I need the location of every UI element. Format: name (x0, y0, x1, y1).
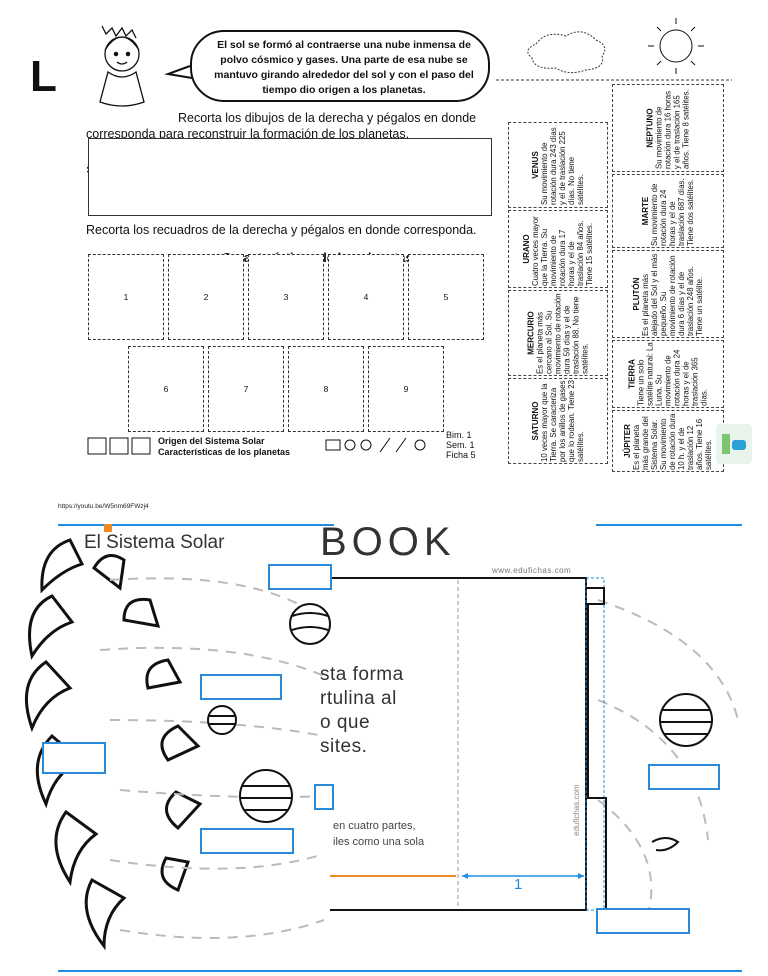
book-template (330, 577, 607, 911)
small-instruction-line: iles como una sola (333, 836, 425, 848)
label-box[interactable] (200, 828, 294, 854)
vertical-site-url: edufichas.com (572, 784, 581, 836)
footer-title-characteristics: Características de los planetas (158, 447, 291, 457)
planet-illustrations (207, 603, 713, 852)
logo-icon (722, 434, 746, 454)
box-number: 1 (123, 292, 129, 302)
instruction-cut-drawings: Recorta los dibujos de la derecha y péga… (86, 111, 477, 141)
sheet-number-label: Ficha 5 (446, 450, 476, 460)
paste-box[interactable]: 4 (328, 254, 404, 340)
instruction-line: o que (320, 712, 371, 733)
dust-cloud-illustration (527, 31, 606, 74)
activity-icons (87, 437, 151, 455)
blue-divider (596, 524, 742, 526)
box-number: 8 (323, 384, 329, 394)
instruction-line: sta forma (320, 664, 404, 685)
label-box[interactable] (200, 674, 282, 700)
solar-system-title: El Sistema Solar (84, 532, 225, 553)
label-box[interactable] (596, 908, 690, 934)
worksheet-page: 1 2 3 4 5 6 7 8 9 El sol se formó al con… (72, 14, 496, 476)
label-box[interactable] (314, 784, 334, 810)
lapbook-heading: BOOK (320, 520, 456, 564)
blue-divider (58, 524, 334, 526)
box-number: 3 (283, 292, 289, 302)
video-url[interactable]: https://youtu.be/W5nm69FWzj4 (58, 503, 149, 510)
box-number: 5 (443, 292, 449, 302)
box-number: 6 (163, 384, 169, 394)
sun-illustration (648, 18, 704, 74)
small-instruction-line: en cuatro partes, (333, 820, 416, 832)
paste-box[interactable]: 1 (88, 254, 164, 340)
orbit-lines (99, 577, 739, 941)
box-number: 4 (363, 292, 369, 302)
paste-box[interactable]: 9 (368, 346, 444, 432)
week-label: Sem. 1 (446, 440, 475, 450)
label-box[interactable] (268, 564, 332, 590)
paste-box[interactable]: 7 (208, 346, 284, 432)
label-box[interactable] (648, 764, 720, 790)
background-letter-left: L (30, 52, 57, 101)
footer-meta: Bim. 1 Sem. 1 Ficha 5 (446, 430, 476, 460)
cutout-illustrations (496, 18, 732, 81)
paste-box[interactable]: 8 (288, 346, 364, 432)
speech-bubble-tail (164, 65, 193, 79)
instruction-line: sites. (320, 736, 368, 757)
bimester-label: Bim. 1 (446, 430, 472, 440)
orange-marker (104, 524, 112, 532)
blue-divider (58, 970, 742, 972)
footer-titles: Origen del Sistema Solar Características… (158, 436, 290, 458)
tool-icons (325, 437, 426, 453)
label-box[interactable] (42, 742, 106, 774)
logo-badge (716, 424, 752, 464)
speech-bubble-text: El sol se formó al contraerse una nube i… (190, 30, 490, 102)
box-number: 9 (403, 384, 409, 394)
worksheet-footer: Origen del Sistema Solar Características… (86, 430, 496, 474)
instruction-cut-boxes: Recorta los recuadros de la derecha y pé… (86, 223, 477, 237)
paste-box[interactable]: 2 (168, 254, 244, 340)
paste-box[interactable]: 6 (128, 346, 204, 432)
paste-box[interactable]: 5 (408, 254, 484, 340)
box-number: 7 (243, 384, 249, 394)
box-number: 2 (203, 292, 209, 302)
site-url: www.edufichas.com (492, 566, 572, 575)
instruction-line: rtulina al (320, 688, 397, 709)
dimension-label: 1 (514, 876, 523, 893)
sun-rays-illustration (24, 538, 203, 951)
footer-title-origin: Origen del Sistema Solar (158, 436, 265, 446)
formation-panel (88, 138, 492, 216)
paste-box[interactable]: 3 (248, 254, 324, 340)
girl-illustration (99, 25, 145, 107)
